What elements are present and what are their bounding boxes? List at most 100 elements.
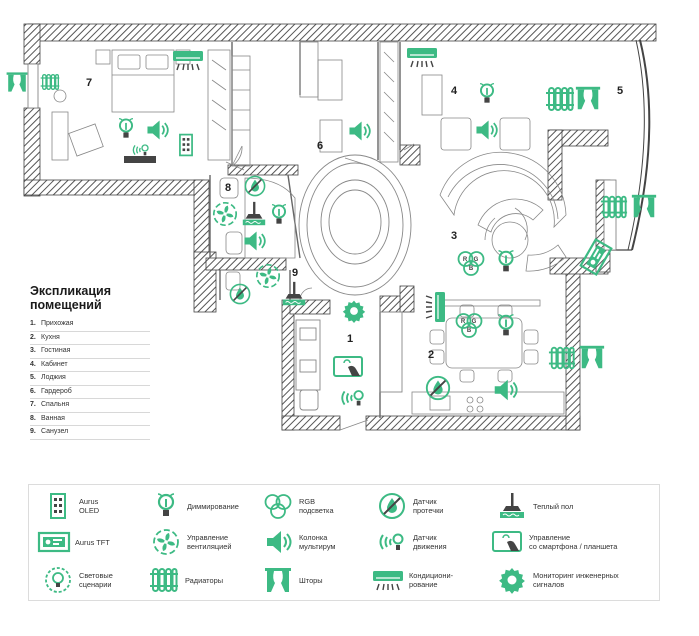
legend-label: Мониторинг инженерных сигналов bbox=[533, 571, 619, 589]
legend-label: Датчик движения bbox=[413, 533, 447, 551]
plan-bulb-living bbox=[497, 249, 515, 273]
room-number-8: 8 bbox=[225, 182, 231, 194]
plan-speaker-bath bbox=[243, 230, 266, 252]
rgb-letter-r-kitchen: R bbox=[461, 319, 466, 325]
living-room-furniture bbox=[421, 74, 567, 307]
room-index: 9. bbox=[30, 428, 36, 435]
room-number-4: 4 bbox=[451, 85, 458, 97]
room-index: 2. bbox=[30, 333, 36, 341]
radiator-icon bbox=[147, 565, 181, 595]
multiroom-speaker-icon bbox=[261, 527, 295, 557]
room-numbers: 1 2 3 4 5 6 7 8 9 bbox=[86, 77, 623, 361]
room-number-6: 6 bbox=[317, 140, 323, 152]
bathroom-furniture bbox=[219, 177, 296, 291]
legend-item-ac: Кондициони- рование bbox=[371, 563, 453, 597]
partitions bbox=[209, 42, 401, 418]
list-item: 5.Лоджия bbox=[30, 372, 150, 386]
room-number-9: 9 bbox=[292, 267, 298, 279]
plan-speaker-study bbox=[475, 119, 498, 141]
plan-motion-hall bbox=[341, 390, 364, 407]
list-item: 9.Санузел bbox=[30, 426, 150, 440]
room-number-7: 7 bbox=[86, 77, 92, 89]
plan-radiator-bedroom bbox=[40, 73, 60, 91]
room-name: Спальня bbox=[41, 401, 70, 408]
room-number-5: 5 bbox=[617, 85, 623, 97]
room-index: 5. bbox=[30, 374, 36, 381]
room-name: Гардероб bbox=[41, 387, 72, 395]
tft-panel-icon bbox=[37, 527, 71, 557]
plan-bulb-bedroom bbox=[118, 117, 134, 139]
room-index: 8. bbox=[30, 414, 36, 422]
legend-panel: Aurus OLED Диммирование RGB подсветка Да… bbox=[28, 484, 660, 601]
legend-label: RGB подсветка bbox=[299, 497, 334, 515]
room-name: Ванная bbox=[41, 414, 65, 422]
bedroom-furniture bbox=[51, 49, 251, 167]
explication-title: Экспликация помещений bbox=[30, 284, 111, 312]
room-list: 1.Прихожая 2.Кухня 3.Гостиная 4.Кабинет … bbox=[30, 318, 150, 440]
legend-label: Шторы bbox=[299, 575, 323, 585]
wardrobe-furniture bbox=[207, 41, 399, 163]
legend-item-oled: Aurus OLED bbox=[41, 489, 99, 523]
gear-monitoring-icon bbox=[495, 565, 529, 595]
plan-curtains-loggia bbox=[575, 86, 601, 110]
air-conditioner-icon bbox=[371, 565, 405, 595]
rgb-letter-g-living: G bbox=[474, 257, 479, 263]
motion-sensor-icon bbox=[375, 527, 409, 557]
plan-speaker-kitchen bbox=[493, 378, 518, 402]
plan-radiator-loggia bbox=[545, 87, 575, 111]
legend-label: Управление со смартфона / планшета bbox=[529, 533, 618, 551]
room-index: 1. bbox=[30, 320, 36, 327]
walls bbox=[23, 23, 657, 431]
floor-heating-icon bbox=[495, 491, 529, 521]
legend-label: Кондициони- рование bbox=[409, 571, 454, 589]
rgb-letter-r-living: R bbox=[463, 257, 468, 263]
room-number-3: 3 bbox=[451, 230, 457, 242]
legend-label: Световые сценарии bbox=[79, 571, 113, 589]
room-explication: Экспликация помещений 1. Прихожая 2. Кухня… bbox=[30, 284, 150, 440]
plan-ac-bedroom bbox=[172, 50, 204, 71]
plan-ac-study bbox=[406, 47, 438, 68]
legend-label: Теплый пол bbox=[533, 501, 574, 511]
list-item: 8. Ванная bbox=[30, 413, 150, 426]
legend-item-tablet: Управление со смартфона / планшета bbox=[491, 525, 617, 559]
legend-label: Колонка мультирум bbox=[299, 533, 336, 551]
oled-panel-icon bbox=[41, 491, 75, 521]
kitchen-furniture bbox=[411, 304, 565, 415]
room-number-2: 2 bbox=[428, 349, 434, 361]
plan-curtains-kitchen bbox=[579, 345, 605, 369]
legend-item-ventilation: Управление вентиляцией bbox=[149, 525, 231, 559]
room-index: 7. bbox=[30, 401, 36, 408]
legend-item-dimming: Диммирование bbox=[149, 489, 239, 523]
legend-item-monitoring: Мониторинг инженерных сигналов bbox=[495, 563, 619, 597]
plan-speaker-wardrobe bbox=[348, 120, 371, 142]
legend-item-scenarios: Световые сценарии bbox=[41, 563, 113, 597]
rgb-letter-g-kitchen: G bbox=[472, 319, 477, 325]
room-index: 4. bbox=[30, 360, 36, 368]
list-item: 7. Спальня bbox=[30, 399, 150, 413]
plan-bulb-bath bbox=[271, 203, 287, 225]
room-number-1: 1 bbox=[347, 333, 353, 345]
legend-label: Датчик протечки bbox=[413, 497, 444, 515]
plan-bulb-study bbox=[479, 82, 495, 104]
list-item: 2. Кухня bbox=[30, 332, 150, 345]
rgb-letter-b-living: B bbox=[469, 266, 474, 272]
room-name: Кухня bbox=[41, 333, 60, 341]
rgb-letter-b-kitchen: B bbox=[467, 328, 472, 334]
plan-gear-hall bbox=[342, 300, 366, 324]
legend-item-motion: Датчик движения bbox=[375, 525, 447, 559]
tablet-control-icon bbox=[491, 527, 525, 557]
legend-item-curtains: Шторы bbox=[261, 563, 323, 597]
room-name: Гостиная bbox=[41, 347, 71, 354]
plan-fan-bath bbox=[212, 201, 238, 227]
leak-sensor-icon bbox=[375, 491, 409, 521]
plan-curtains-living bbox=[631, 194, 657, 218]
list-item: 1. Прихожая bbox=[30, 318, 150, 332]
rgb-lighting-icon bbox=[261, 491, 295, 521]
legend-label: Aurus OLED bbox=[79, 497, 100, 515]
room-name: Прихожая bbox=[41, 320, 74, 327]
legend-label: Радиаторы bbox=[185, 575, 224, 585]
legend-label: Aurus TFT bbox=[75, 537, 110, 547]
list-item: 6.Гардероб bbox=[30, 386, 150, 399]
hall-rotunda bbox=[295, 154, 412, 411]
plan-speaker-bedroom bbox=[146, 119, 169, 141]
